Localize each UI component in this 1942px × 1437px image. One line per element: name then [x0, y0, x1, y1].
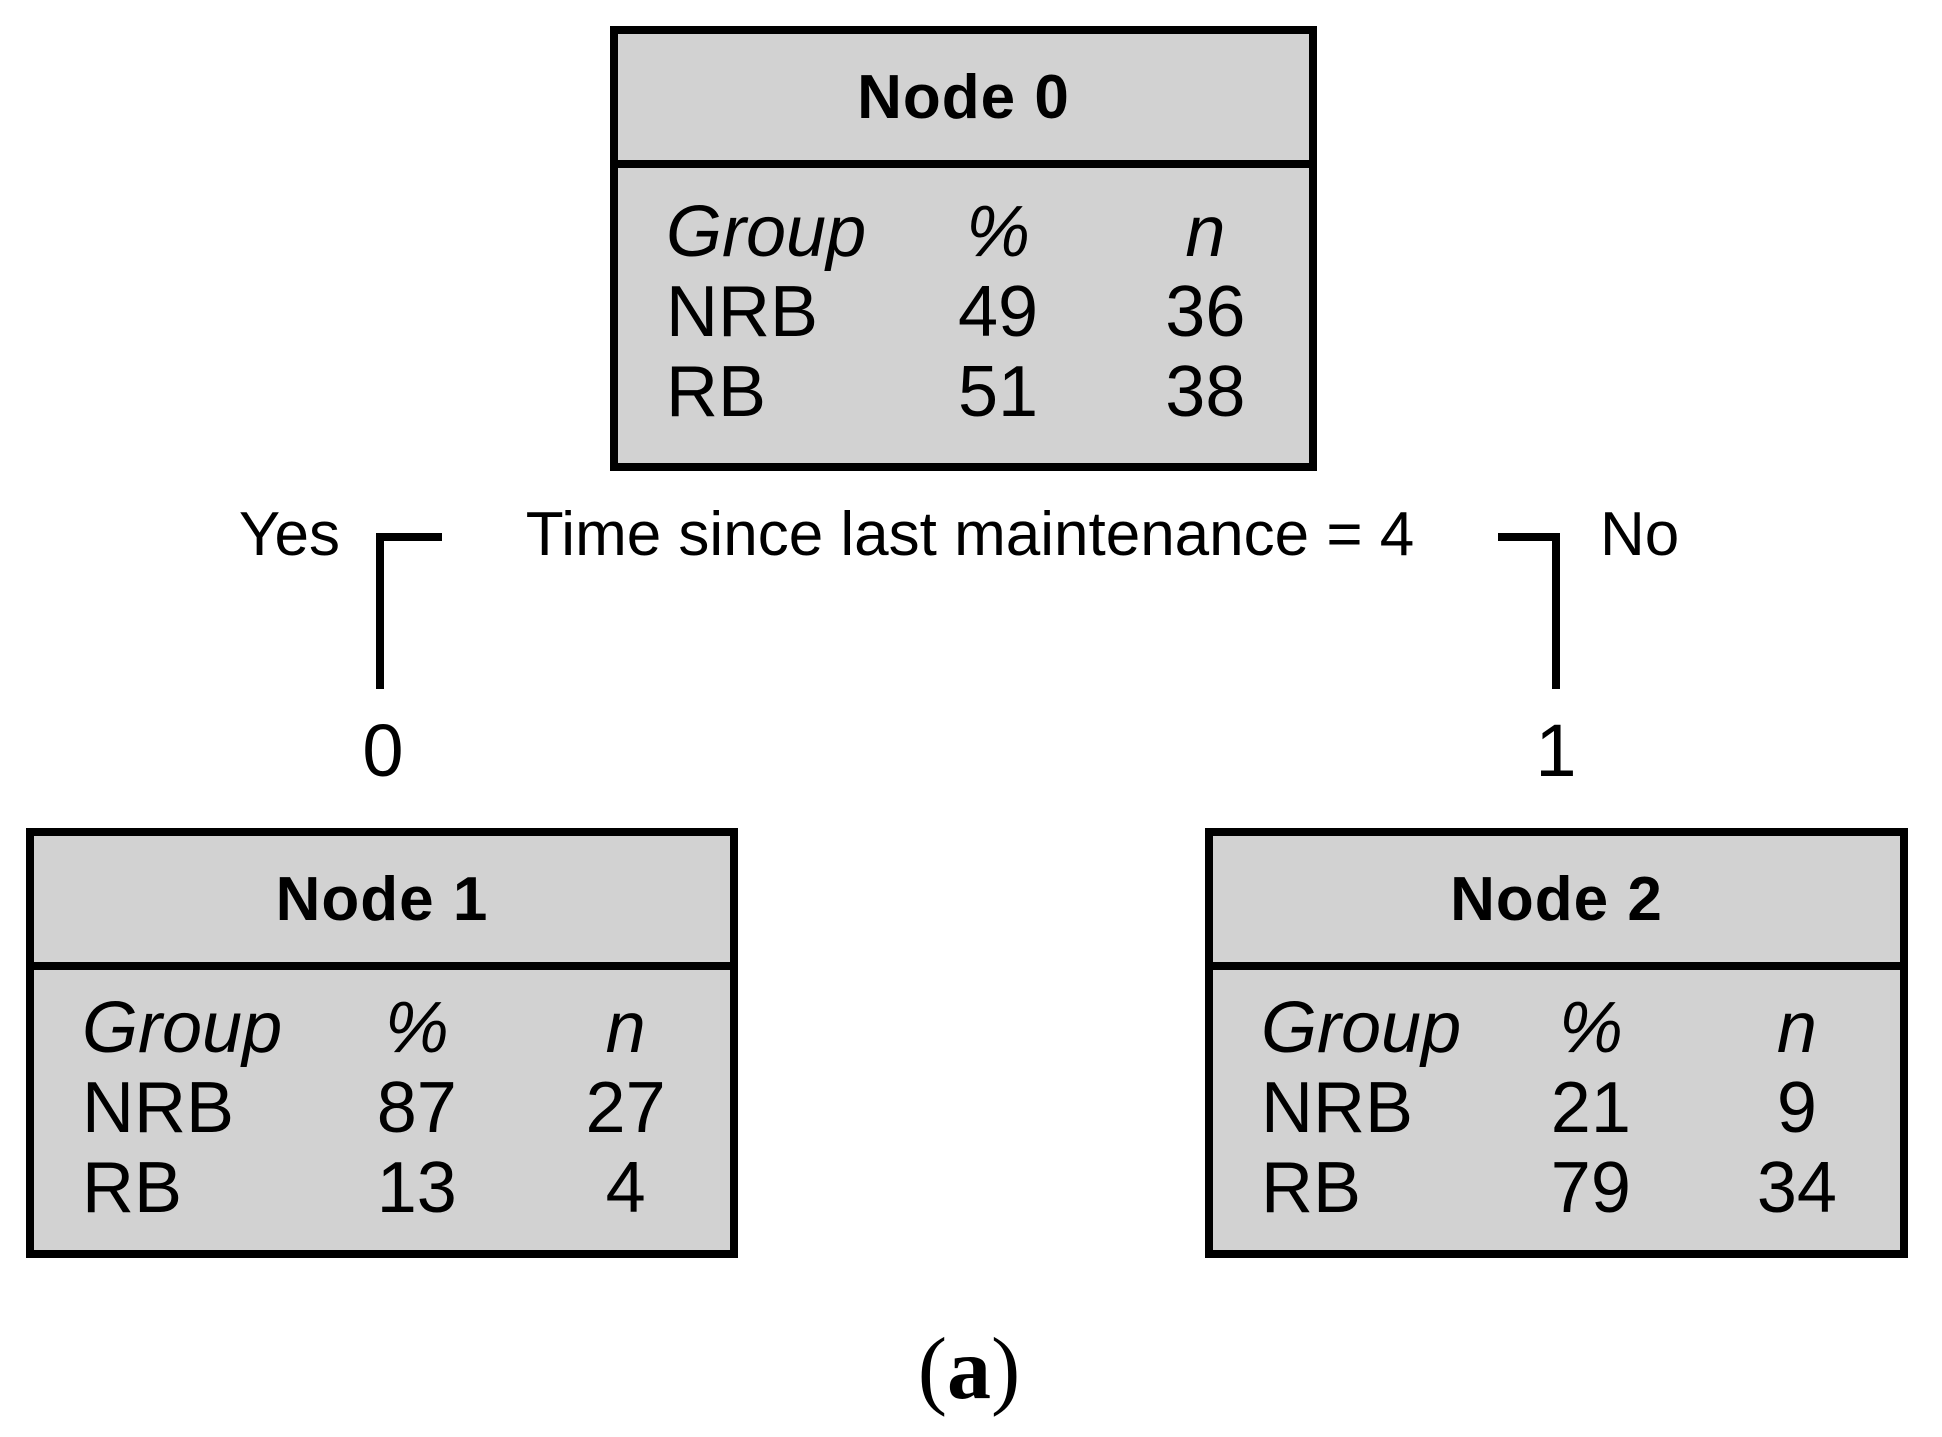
cell-n: 27 [585, 1068, 666, 1148]
cell-group: RB [1261, 1148, 1362, 1228]
tree-node-0: Node 0 Group % n NRB 49 36 RB 51 38 [610, 26, 1317, 471]
node-0-table: Group % n NRB 49 36 RB 51 38 [618, 168, 1309, 432]
cell-n: 34 [1756, 1148, 1837, 1228]
figure-caption: (a) [769, 1322, 1169, 1418]
cell-n: 36 [1165, 272, 1246, 352]
left-branch-value: 0 [362, 709, 404, 792]
caption-letter: a [947, 1321, 991, 1418]
tree-node-1: Node 1 Group % n NRB 87 27 RB 13 4 [26, 828, 738, 1258]
node-2-row-nrb: NRB 21 9 [1213, 1068, 1900, 1148]
cell-percent: 49 [957, 272, 1039, 352]
cell-percent: 79 [1550, 1148, 1631, 1228]
right-branch-arm-line [1498, 533, 1560, 541]
left-branch-stem-line [376, 533, 384, 689]
cell-group: RB [82, 1148, 183, 1228]
cell-n: 9 [1776, 1068, 1817, 1148]
cell-group: NRB [666, 272, 819, 352]
tree-node-2: Node 2 Group % n NRB 21 9 RB 79 34 [1205, 828, 1908, 1258]
node-2-table: Group % n NRB 21 9 RB 79 34 [1213, 970, 1900, 1228]
branch-yes-label: Yes [238, 500, 340, 569]
cell-percent: 51 [957, 352, 1039, 432]
cell-percent: 87 [376, 1068, 457, 1148]
right-branch-stem-line [1552, 533, 1560, 689]
split-condition-label: Time since last maintenance = 4 [525, 500, 1415, 569]
column-header-n: n [605, 988, 646, 1068]
node-2-header-row: Group % n [1213, 988, 1900, 1068]
node-0-title: Node 0 [618, 34, 1309, 168]
node-1-row-nrb: NRB 87 27 [34, 1068, 730, 1148]
column-header-n: n [1185, 192, 1226, 272]
column-header-n: n [1776, 988, 1817, 1068]
node-0-header-row: Group % n [618, 192, 1309, 272]
cell-percent: 21 [1550, 1068, 1631, 1148]
node-2-row-rb: RB 79 34 [1213, 1148, 1900, 1228]
cell-n: 38 [1165, 352, 1246, 432]
column-header-group: Group [666, 192, 867, 272]
node-1-table: Group % n NRB 87 27 RB 13 4 [34, 970, 730, 1228]
branch-no-label: No [1600, 500, 1680, 569]
node-2-title: Node 2 [1213, 836, 1900, 970]
node-0-row-nrb: NRB 49 36 [618, 272, 1309, 352]
caption-open-paren: ( [917, 1321, 947, 1418]
column-header-percent: % [966, 192, 1031, 272]
node-1-row-rb: RB 13 4 [34, 1148, 730, 1228]
cell-percent: 13 [376, 1148, 457, 1228]
column-header-percent: % [384, 988, 449, 1068]
node-1-title: Node 1 [34, 836, 730, 970]
node-1-header-row: Group % n [34, 988, 730, 1068]
caption-close-paren: ) [991, 1321, 1021, 1418]
node-0-row-rb: RB 51 38 [618, 352, 1309, 432]
cell-group: RB [666, 352, 767, 432]
column-header-percent: % [1558, 988, 1623, 1068]
cell-group: NRB [82, 1068, 235, 1148]
cell-group: NRB [1261, 1068, 1414, 1148]
cell-n: 4 [605, 1148, 646, 1228]
column-header-group: Group [1261, 988, 1462, 1068]
left-branch-arm-line [380, 533, 442, 541]
right-branch-value: 1 [1535, 709, 1577, 792]
column-header-group: Group [82, 988, 283, 1068]
